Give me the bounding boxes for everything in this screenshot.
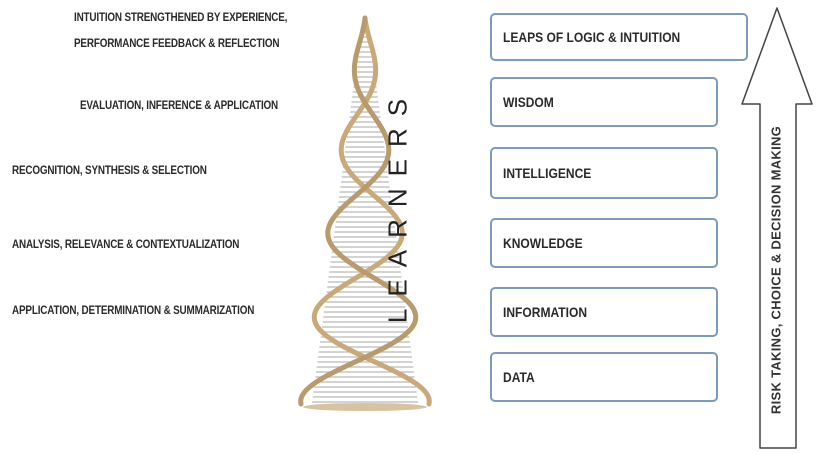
arrow-label-text: RISK TAKING, CHOICE & DECISION MAKING (768, 125, 784, 415)
level-label: INTELLIGENCE (503, 165, 592, 181)
level-label: WISDOM (503, 94, 554, 110)
level-box-wisdom: WISDOM (490, 77, 718, 127)
level-box-information: INFORMATION (490, 287, 718, 337)
dna-helix-illustration (298, 15, 432, 411)
level-label: DATA (503, 369, 535, 385)
level-label: INFORMATION (503, 304, 588, 320)
level-box-intelligence: INTELLIGENCE (490, 147, 718, 199)
label-recognition: RECOGNITION, SYNTHESIS & SELECTION (12, 165, 207, 177)
helix-strand (311, 15, 432, 407)
label-intuition-line1: INTUITION STRENGTHENED BY EXPERIENCE, (74, 12, 288, 24)
helix-base (303, 403, 427, 411)
level-label: LEAPS OF LOGIC & INTUITION (503, 29, 681, 45)
level-box-leaps: LEAPS OF LOGIC & INTUITION (490, 13, 748, 61)
learners-text: LEARNERS (382, 86, 413, 324)
label-analysis: ANALYSIS, RELEVANCE & CONTEXTUALIZATION (12, 239, 240, 251)
level-box-knowledge: KNOWLEDGE (490, 218, 718, 268)
helix-strands (298, 15, 432, 411)
label-application: APPLICATION, DETERMINATION & SUMMARIZATI… (12, 305, 255, 317)
helix-strand (298, 15, 419, 407)
upward-arrow (741, 7, 813, 449)
level-box-data: DATA (490, 352, 718, 402)
level-label: KNOWLEDGE (503, 235, 583, 251)
label-intuition-line2: PERFORMANCE FEEDBACK & REFLECTION (74, 38, 280, 50)
label-evaluation: EVALUATION, INFERENCE & APPLICATION (80, 100, 279, 112)
